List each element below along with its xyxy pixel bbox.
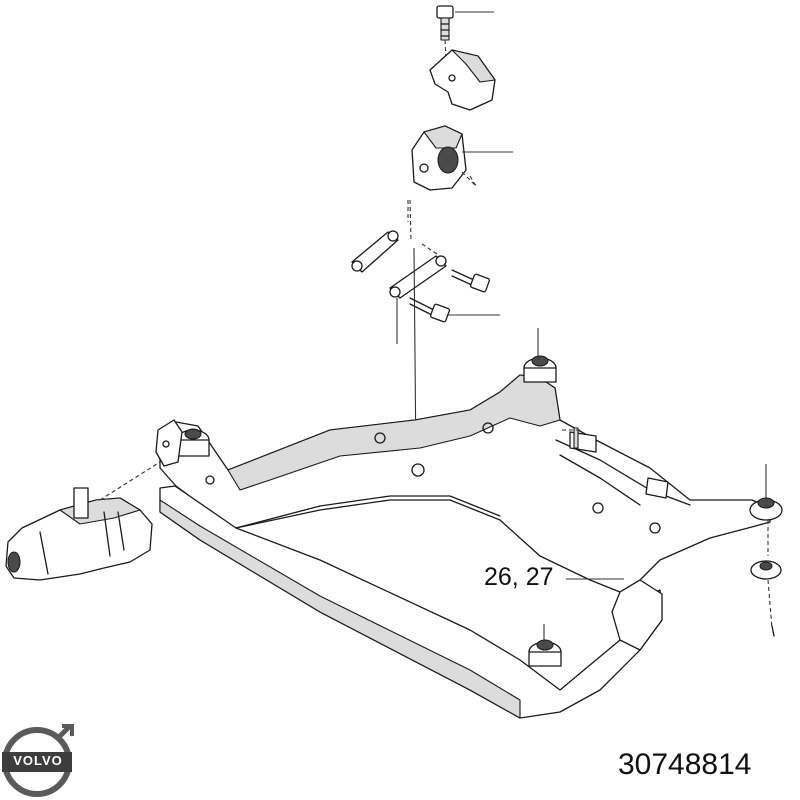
washer-bolt — [771, 625, 775, 637]
washer-right — [750, 560, 782, 580]
volvo-logo-icon — [2, 724, 74, 797]
engine-mount — [411, 125, 467, 191]
marker-right — [469, 175, 477, 187]
mount-stud-axis — [461, 171, 477, 187]
left-mount-tab — [155, 419, 183, 467]
part-number: 30748814 — [618, 748, 752, 781]
link-arm-upper — [351, 230, 399, 273]
callout-crossmember: 26, 27 — [484, 563, 554, 591]
mount-axis-lower — [409, 199, 412, 243]
washer-bolt-axis — [767, 579, 773, 629]
link-arm-lower — [389, 255, 447, 299]
bushing-right — [749, 497, 783, 521]
link-axis — [421, 243, 441, 257]
bushing-rear-center — [523, 355, 557, 383]
front-subframe — [159, 374, 771, 719]
top-bolt — [436, 5, 454, 41]
volvo-logo-text: VOLVO — [13, 753, 63, 768]
bushing-left — [176, 428, 210, 457]
torque-bracket-axis — [99, 461, 161, 501]
link-bolt-right — [451, 269, 490, 293]
torque-bracket — [5, 487, 153, 581]
bushing-front — [528, 639, 562, 667]
upper-bracket — [429, 49, 496, 111]
link-bolt-lower — [409, 297, 450, 323]
